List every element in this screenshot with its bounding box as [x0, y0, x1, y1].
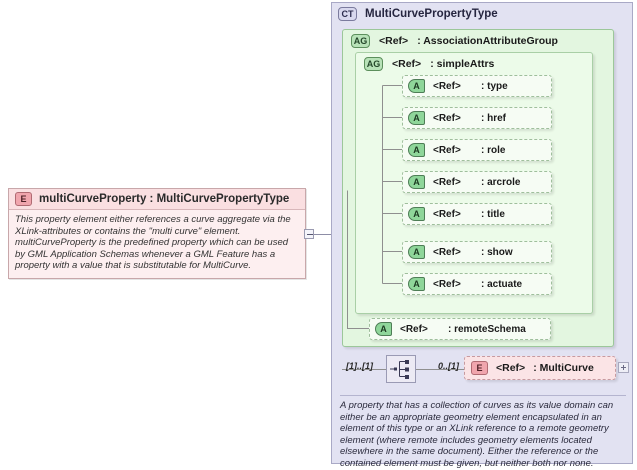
attribute-row[interactable]: A <Ref> : title [402, 203, 552, 225]
attribute-badge-icon: A [408, 245, 425, 259]
attribute-ref: <Ref> [433, 246, 461, 258]
attribute-ref: <Ref> [400, 323, 428, 335]
complex-type-badge-icon: CT [338, 7, 357, 21]
element-type-connector [304, 228, 332, 240]
attribute-group-association-header: AG <Ref> : AssociationAttributeGroup [343, 30, 613, 48]
sequence-icon[interactable] [386, 355, 416, 383]
attribute-row-remote-schema[interactable]: A <Ref> : remoteSchema [369, 318, 551, 340]
attribute-badge-icon: A [408, 175, 425, 189]
attribute-group-badge-icon: AG [351, 34, 370, 48]
attribute-name: : title [481, 208, 505, 220]
complex-type-documentation: A property that has a collection of curv… [340, 395, 626, 470]
cardinality-left-label: [1]..[1] [346, 361, 373, 371]
sequence-row: [1]..[1] 0..[1] E [342, 353, 629, 387]
element-documentation: This property element either references … [15, 214, 291, 271]
attribute-name: : role [481, 144, 506, 156]
attribute-name: : arcrole [481, 176, 521, 188]
element-badge-icon: E [15, 192, 32, 206]
child-element-name: : MultiCurve [533, 362, 594, 374]
child-element-ref: <Ref> [496, 362, 526, 374]
attribute-name: : href [481, 112, 506, 124]
complex-type-panel: CT MultiCurvePropertyType AG <Ref> : Ass… [331, 2, 633, 469]
element-title: multiCurveProperty : MultiCurvePropertyT… [39, 193, 290, 205]
attribute-row[interactable]: A <Ref> : arcrole [402, 171, 552, 193]
attribute-badge-icon: A [408, 143, 425, 157]
attribute-row[interactable]: A <Ref> : href [402, 107, 552, 129]
attribute-group-simple-ref: <Ref> [392, 58, 422, 70]
attribute-badge-icon: A [408, 207, 425, 221]
attribute-ref: <Ref> [433, 144, 461, 156]
attribute-ref: <Ref> [433, 278, 461, 290]
expand-toggle-icon[interactable] [618, 362, 629, 373]
complex-type-title: MultiCurvePropertyType [365, 8, 498, 20]
attribute-row[interactable]: A <Ref> : role [402, 139, 552, 161]
attribute-group-association-ref: <Ref> [379, 35, 409, 47]
attribute-group-simple-badge-icon: AG [364, 57, 383, 71]
attribute-ref: <Ref> [433, 112, 461, 124]
attribute-row[interactable]: A <Ref> : type [402, 75, 552, 97]
attribute-badge-icon: A [408, 111, 425, 125]
cardinality-right-label: 0..[1] [438, 361, 460, 371]
child-element-multicurve[interactable]: E <Ref> : MultiCurve [464, 356, 616, 380]
attribute-name: : actuate [481, 278, 523, 290]
attribute-badge-icon: A [408, 79, 425, 93]
attribute-name: : remoteSchema [448, 323, 526, 335]
attribute-name: : type [481, 80, 508, 92]
attribute-row[interactable]: A <Ref> : actuate [402, 273, 552, 295]
attribute-ref: <Ref> [433, 176, 461, 188]
attribute-group-simple-attrs[interactable]: AG <Ref> : simpleAttrs A [355, 52, 593, 314]
attribute-badge-icon: A [408, 277, 425, 291]
element-definition-box[interactable]: E multiCurveProperty : MultiCurvePropert… [8, 188, 306, 279]
attribute-group-simple-name: : simpleAttrs [430, 58, 495, 70]
attribute-group-association-name: : AssociationAttributeGroup [417, 35, 558, 47]
attribute-row[interactable]: A <Ref> : show [402, 241, 552, 263]
element-header: E multiCurveProperty : MultiCurvePropert… [9, 189, 305, 210]
attribute-group-simple-header: AG <Ref> : simpleAttrs [356, 53, 592, 71]
attribute-badge-icon: A [375, 322, 392, 336]
attribute-ref: <Ref> [433, 208, 461, 220]
attribute-name: : show [481, 246, 513, 258]
attribute-ref: <Ref> [433, 80, 461, 92]
collapse-toggle-icon[interactable] [304, 229, 314, 239]
child-element-badge-icon: E [471, 361, 488, 375]
attribute-group-association[interactable]: AG <Ref> : AssociationAttributeGroup AG … [342, 29, 614, 347]
connector-wire [314, 234, 332, 235]
complex-type-header: CT MultiCurvePropertyType [332, 3, 632, 25]
